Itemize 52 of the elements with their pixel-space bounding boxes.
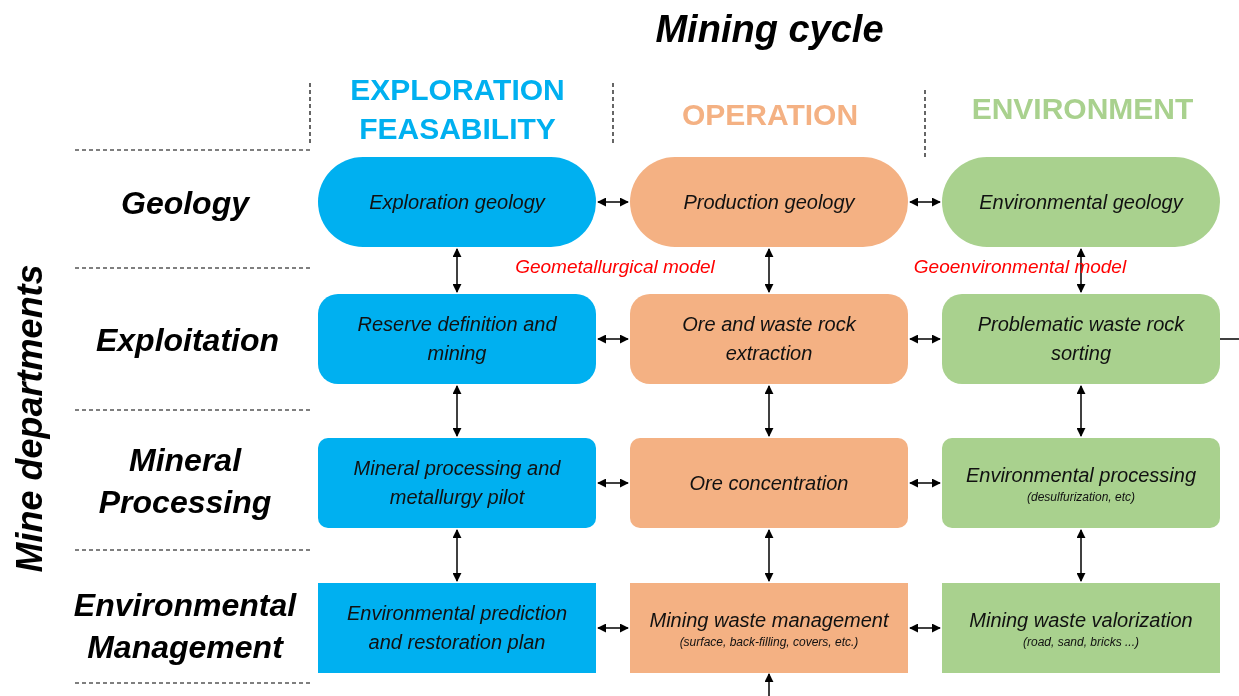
row-heading: Mineral Processing — [97, 441, 273, 522]
arrow — [597, 334, 629, 344]
rounded-box — [942, 438, 1220, 528]
node-note: (surface, back-filling, covers, etc.) — [679, 635, 859, 650]
arrow — [909, 197, 941, 207]
node-text: Exploration geology — [369, 189, 545, 215]
process-box — [318, 583, 596, 673]
diagram-title: Mining cycle — [655, 8, 884, 51]
rounded-box — [318, 438, 596, 528]
process-box — [630, 583, 908, 673]
node-text: Reserve definition and mining — [356, 312, 558, 366]
rounded-box — [942, 294, 1220, 384]
node-text: Ore concentration — [689, 470, 849, 496]
row-heading: Exploitation — [94, 321, 281, 360]
arrow — [452, 248, 462, 293]
rounded-box — [630, 438, 908, 528]
arrow — [597, 623, 629, 633]
column-heading: EXPLORATION FEASABILITY — [349, 72, 566, 147]
node-text: Ore and waste rock extraction — [681, 312, 858, 366]
row-heading: Environmental Management — [72, 586, 298, 667]
node-text: Environmental prediction and restoration plan — [345, 601, 569, 655]
arrow — [764, 248, 774, 293]
node-text: Problematic waste rock sorting — [976, 312, 1186, 366]
node-text: Environmental geology — [979, 189, 1183, 215]
node-text: Mining waste valorization — [969, 608, 1193, 633]
node-text: Production geology — [683, 189, 855, 215]
rounded-box — [318, 294, 596, 384]
arrow — [909, 334, 941, 344]
arrow — [452, 529, 462, 582]
arrow — [452, 385, 462, 437]
arrow — [597, 197, 629, 207]
node-text: Environmental processing — [965, 463, 1197, 488]
process-box — [942, 583, 1220, 673]
arrow — [764, 529, 774, 582]
arrow — [597, 478, 629, 488]
column-heading: ENVIRONMENT — [970, 91, 1195, 127]
arrow — [909, 623, 941, 633]
row-heading: Geology — [120, 184, 251, 223]
axis-title: Mine departments — [7, 263, 51, 575]
node-note: (road, sand, bricks ...) — [1022, 635, 1139, 650]
arrow — [1076, 385, 1086, 437]
rounded-box — [630, 294, 908, 384]
arrow — [764, 673, 774, 696]
arrow — [909, 478, 941, 488]
connector-line — [1219, 338, 1239, 340]
arrow — [1076, 529, 1086, 582]
node-text: Mineral processing and metallurgy pilot — [352, 456, 562, 510]
node-text: Mining waste management — [649, 608, 889, 633]
model-label: Geometallurgical model — [514, 255, 716, 279]
node-note: (desulfurization, etc) — [1026, 490, 1135, 505]
arrow — [764, 385, 774, 437]
column-heading: OPERATION — [680, 97, 860, 133]
